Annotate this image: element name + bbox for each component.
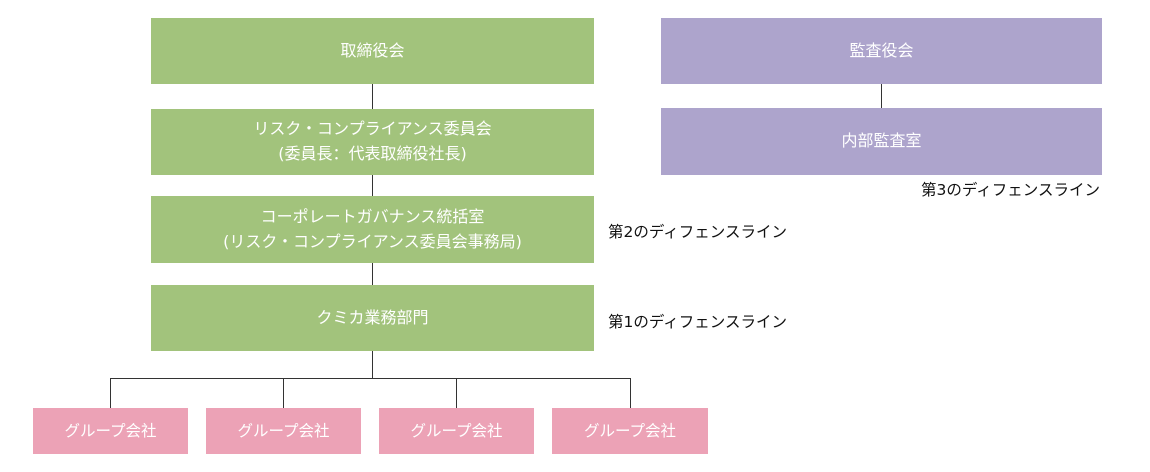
group-company-box-3: グループ会社 xyxy=(379,408,534,454)
branch-drop-3 xyxy=(456,378,457,408)
audit-board-box: 監査役会 xyxy=(661,18,1102,84)
branch-drop-4 xyxy=(630,378,631,408)
connector-board-risk xyxy=(372,84,373,109)
branch-drop-1 xyxy=(110,378,111,408)
corporate-governance-office-subtitle: (リスク・コンプライアンス委員会事務局) xyxy=(223,231,522,251)
group-company-box-4: グループ会社 xyxy=(552,408,708,454)
risk-compliance-committee-title: リスク・コンプライアンス委員会 xyxy=(253,119,492,139)
branch-horizontal-line xyxy=(110,378,630,379)
audit-board-label: 監査役会 xyxy=(849,40,914,60)
second-defense-line-label: 第2のディフェンスライン xyxy=(608,223,787,241)
board-of-directors-box: 取締役会 xyxy=(151,18,594,84)
branch-drop-2 xyxy=(283,378,284,408)
risk-compliance-committee-chair: (委員長：代表取締役社長) xyxy=(278,144,467,163)
board-of-directors-label: 取締役会 xyxy=(340,40,405,60)
group-company-label: グループ会社 xyxy=(64,421,157,440)
first-defense-line-label: 第1のディフェンスライン xyxy=(608,313,787,331)
group-company-box-2: グループ会社 xyxy=(206,408,361,454)
risk-compliance-committee-box: リスク・コンプライアンス委員会 (委員長：代表取締役社長) xyxy=(151,109,594,175)
corporate-governance-office-box: コーポレートガバナンス統括室 (リスク・コンプライアンス委員会事務局) xyxy=(151,196,594,263)
internal-audit-office-box: 内部監査室 xyxy=(661,108,1102,175)
corporate-governance-office-title: コーポレートガバナンス統括室 xyxy=(260,206,485,226)
connector-business-branch xyxy=(372,351,373,378)
connector-audit-internal xyxy=(881,84,882,108)
business-department-label: クミカ業務部門 xyxy=(316,307,429,327)
group-company-label: グループ会社 xyxy=(410,421,503,440)
group-company-label: グループ会社 xyxy=(237,421,330,440)
business-department-box: クミカ業務部門 xyxy=(151,285,594,351)
group-company-box-1: グループ会社 xyxy=(33,408,188,454)
connector-risk-governance xyxy=(372,175,373,196)
connector-governance-business xyxy=(372,263,373,285)
internal-audit-office-label: 内部監査室 xyxy=(841,131,922,151)
group-company-label: グループ会社 xyxy=(583,421,677,440)
third-defense-line-label: 第3のディフェンスライン xyxy=(921,181,1100,199)
